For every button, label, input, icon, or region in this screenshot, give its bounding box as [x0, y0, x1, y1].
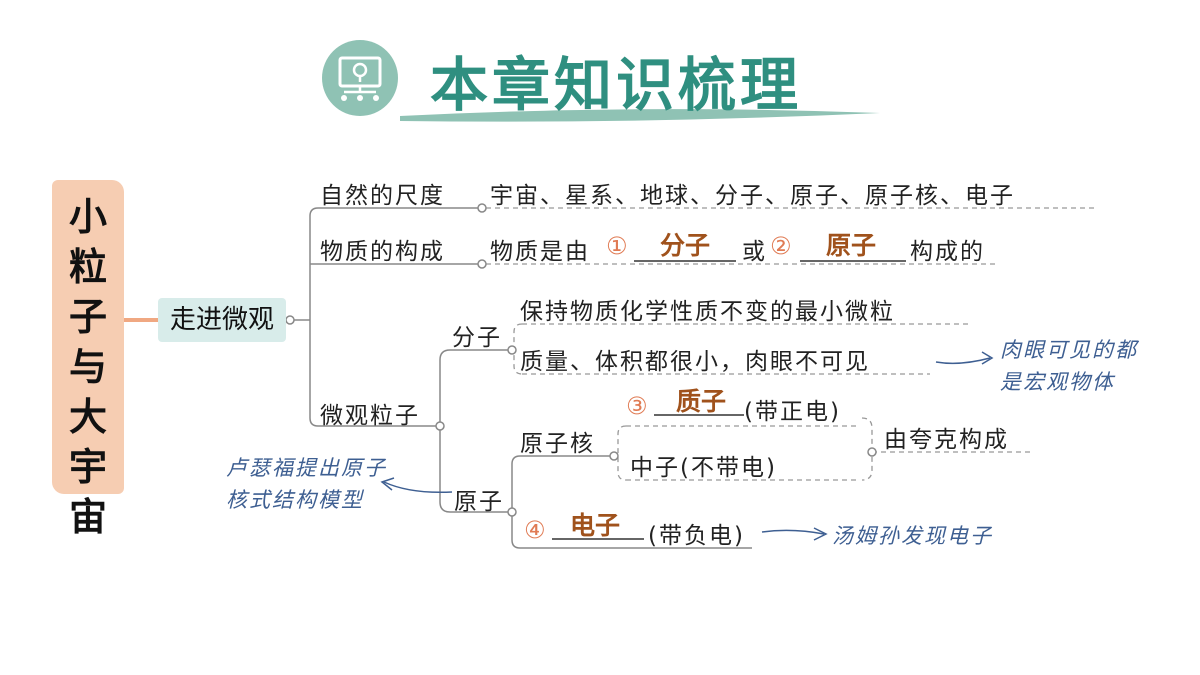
root-label: 小粒子与大宇宙	[68, 195, 107, 539]
answer-1: 分子	[660, 231, 711, 260]
electron-charge: (带负电)	[648, 523, 745, 549]
blank-number-4: ④	[524, 516, 546, 544]
note-thomson: 汤姆孙发现电子	[832, 524, 993, 548]
note-arrow-macro	[935, 357, 991, 365]
molecule-fact-2: 质量、体积都很小，肉眼不可见	[520, 349, 870, 375]
branch-micro-label: 微观粒子	[320, 403, 420, 429]
lightbulb-computer-icon	[322, 40, 398, 116]
note-macro-line-1: 肉眼可见的都	[1000, 338, 1138, 362]
title-underline	[400, 109, 880, 122]
note-arrow-thomson	[761, 529, 825, 535]
composition-suffix: 构成的	[910, 239, 985, 265]
atom-label: 原子	[454, 489, 504, 515]
quark-label: 由夸克构成	[884, 427, 1009, 453]
blank-number-2: ②	[770, 232, 792, 260]
blank-number-3: ③	[626, 392, 648, 420]
neutron-label: 中子(不带电)	[630, 455, 777, 481]
note-rutherford-line-1: 卢瑟福提出原子	[226, 456, 387, 480]
answer-2: 原子	[826, 231, 877, 260]
molecule-fact-1: 保持物质化学性质不变的最小微粒	[520, 299, 895, 325]
answer-3: 质子	[676, 387, 727, 416]
answer-4: 电子	[570, 511, 621, 540]
composition-prefix: 物质是由	[490, 239, 590, 265]
branch-composition-label: 物质的构成	[320, 239, 445, 265]
center-node: 走进微观	[158, 298, 286, 342]
proton-charge: (带正电)	[744, 399, 841, 425]
blank-number-1: ①	[606, 232, 628, 260]
branch-scale-label: 自然的尺度	[320, 183, 445, 209]
note-rutherford-line-2: 核式结构模型	[226, 488, 364, 512]
page-title: 本章知识梳理	[430, 51, 803, 119]
molecule-label: 分子	[452, 325, 502, 351]
composition-mid: 或	[742, 239, 767, 265]
branch-scale-content: 宇宙、星系、地球、分子、原子、原子核、电子	[490, 183, 1015, 209]
note-macro-line-2: 是宏观物体	[1000, 370, 1115, 394]
nucleus-label: 原子核	[520, 431, 595, 457]
root-banner	[52, 180, 124, 494]
note-arrow-rutherford	[383, 481, 453, 494]
